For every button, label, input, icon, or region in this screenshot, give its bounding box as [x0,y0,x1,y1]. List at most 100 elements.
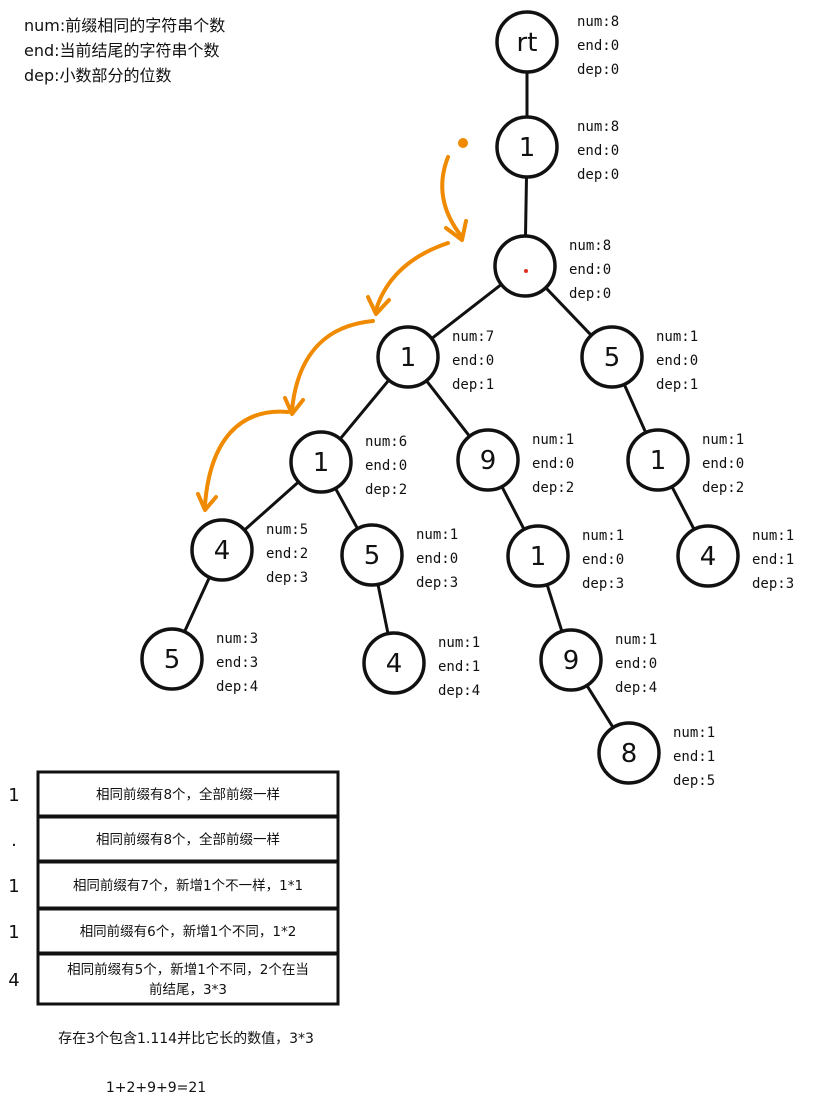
node-end: end:0 [569,262,611,278]
node-circle [493,234,557,298]
arrow-4 [203,409,290,507]
node-circle [340,523,404,587]
explanation-row: 1 相同前缀有7个，新增1个不一样，1*1 [8,860,340,910]
arrow-1 [440,155,464,239]
node-dep: dep:2 [365,482,407,498]
row-box [36,770,340,818]
row-text: 相同前缀有6个，新增1个不同，1*2 [80,923,297,940]
edge-n1-dot [524,175,528,238]
node-label: 5 [604,343,621,373]
decimal-point-mark [524,269,528,273]
node-circle [376,325,440,389]
arrow-2-head [366,295,391,316]
summary-note: 存在3个包含1.114并比它长的数值，3*3 [58,1030,314,1047]
arrow-3-head [283,396,305,416]
legend-num: num:前缀相同的字符串个数 [24,16,225,35]
node-label: 1 [400,343,417,373]
node-label: 8 [621,739,638,769]
node-end: end:0 [656,353,698,369]
edge-a1-b1 [338,378,391,441]
node-end: end:0 [582,552,624,568]
edge-c5-d4 [376,582,390,636]
node-num: num:6 [365,434,407,450]
edge-d9-e8 [585,683,615,730]
edge-a5-b51 [622,382,648,435]
arrow-4-head [196,492,218,512]
row-text: 相同前缀有7个，新增1个不一样，1*1 [73,877,303,894]
row-char: 4 [8,970,19,991]
summary-formula: 1+2+9+9=21 [106,1080,206,1096]
node-num: num:8 [569,238,611,254]
node-circle [190,518,254,582]
node-end: end:2 [266,546,308,562]
edge-b1-c4 [242,480,301,532]
arrow-3 [290,319,375,412]
row-box [36,952,340,1006]
explanation-row: .相同前缀有8个，全部前缀一样 [11,815,340,863]
node-num: num:1 [673,725,715,741]
node-end: end:0 [615,656,657,672]
node-circle [626,428,690,492]
explanation-row: 1 相同前缀有6个，新增1个不同，1*2 [8,907,340,955]
node-num: num:1 [438,635,480,651]
node-end: end:1 [438,659,480,675]
row-char: 1 [8,876,19,897]
node-dep: dep:1 [656,377,698,393]
node-num: num:8 [577,119,619,135]
node-label: 1 [530,542,547,572]
arrow-1-head [444,219,468,242]
arrow-origin-dot [458,138,468,148]
node-circle [456,428,520,492]
legend-dep: dep:小数部分的位数 [24,66,172,85]
node-dep: dep:4 [615,680,657,696]
row-box [36,815,340,863]
node-end: end:3 [216,655,258,671]
node-dep: dep:0 [577,167,619,183]
node-num: num:1 [615,632,657,648]
node-dep: dep:0 [577,62,619,78]
node-end: end:0 [416,551,458,567]
node-dep: dep:4 [438,683,480,699]
node-label: 1 [313,448,330,478]
node-end: end:0 [702,456,744,472]
row-text: 相同前缀有8个，全部前缀一样 [96,831,280,848]
node-label: 5 [164,645,181,675]
trie-node-d4: 4 num:1 end:1 dep:4 [362,631,480,699]
row-char: 1 [8,922,19,943]
trie-node-n1: 1 num:8 end:0 dep:0 [495,115,619,183]
node-dep: dep:3 [752,576,794,592]
node-circle [597,721,661,785]
node-label: 9 [480,446,497,476]
node-num: num:5 [266,522,308,538]
node-dep: dep:3 [416,575,458,591]
node-circle [289,430,353,494]
node-num: num:3 [216,631,258,647]
node-label: rt [517,28,538,58]
node-label: 1 [519,133,536,163]
row-text: 相同前缀有5个，新增1个不同，2个在当 [67,961,309,978]
row-text: 前结尾，3*3 [149,981,227,998]
node-circle [495,10,559,74]
node-label: 4 [386,649,403,679]
edge-dot-a5 [544,286,593,337]
node-label: 1 [650,446,667,476]
edge-c4-d5 [183,575,211,634]
node-circle [495,115,559,179]
row-text: 相同前缀有8个，全部前缀一样 [96,786,280,803]
node-circle [362,631,426,695]
node-end: end:0 [577,143,619,159]
node-num: num:8 [577,14,619,30]
node-label: 4 [700,542,717,572]
node-circle [580,325,644,389]
edge-dot-a1 [430,282,503,341]
